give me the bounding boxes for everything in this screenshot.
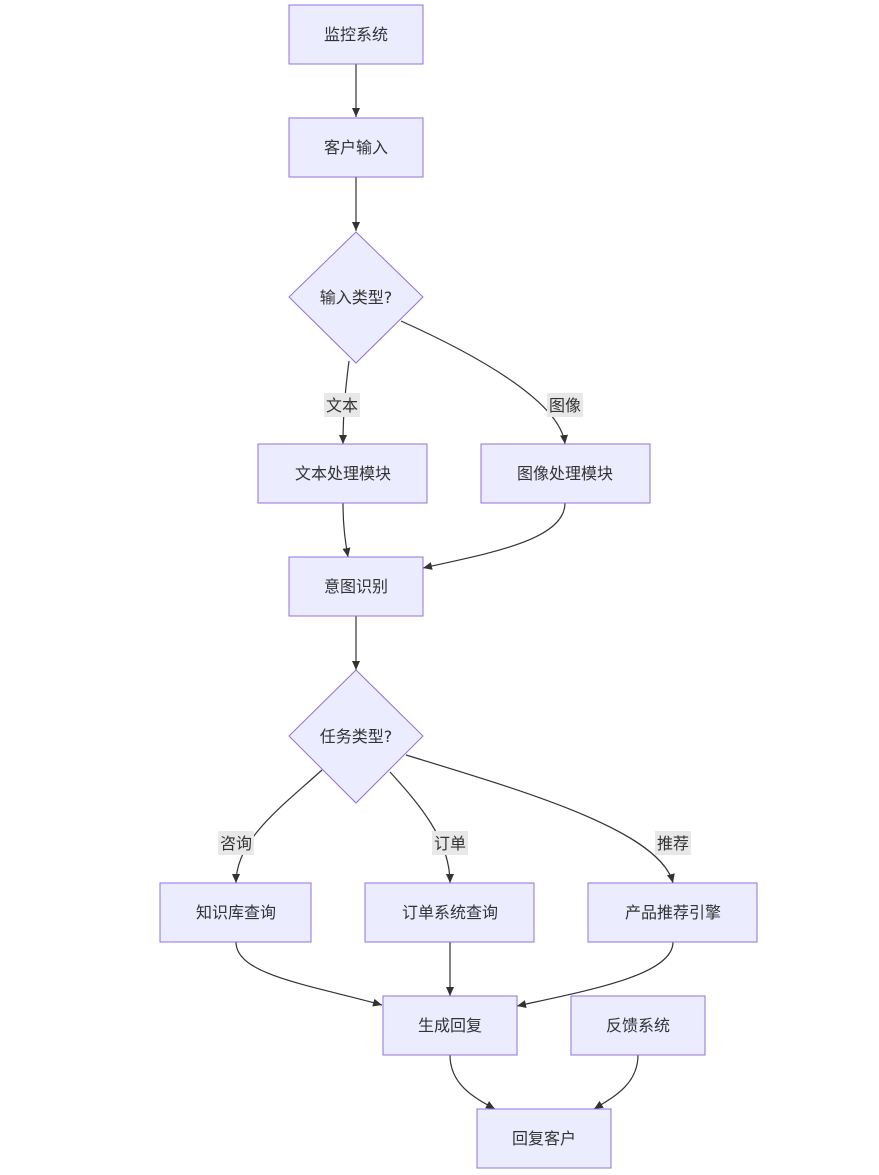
edge-label-image-bg [547, 393, 583, 417]
edge-task-type-to-kb [232, 769, 323, 884]
node-kb-query: 知识库查询 [159, 882, 312, 943]
edge-labels: 文本 图像 咨询 订单 推荐 [218, 393, 691, 855]
node-task-type-label: 任务类型? [320, 727, 393, 746]
edges [232, 64, 675, 1110]
edge-recommend-to-generate [516, 941, 674, 1008]
node-feedback: 反馈系统 [570, 995, 706, 1056]
node-intent-label: 意图识别 [324, 577, 388, 596]
edge-label-recommend: 推荐 [657, 834, 689, 853]
edge-label-image: 图像 [549, 396, 581, 415]
node-input-type-label: 输入类型? [320, 288, 393, 307]
node-reply-customer: 回复客户 [476, 1108, 612, 1169]
node-image-module: 图像处理模块 [480, 443, 651, 504]
edge-image-module-to-intent [422, 502, 566, 570]
node-monitor: 监控系统 [288, 4, 424, 65]
edge-task-type-to-recommend [405, 754, 675, 884]
edge-task-type-to-order [389, 771, 454, 884]
edge-label-order: 订单 [434, 834, 466, 853]
node-recommend-engine-label: 产品推荐引擎 [625, 903, 721, 922]
edge-label-text-bg [324, 393, 360, 417]
node-image-module-label: 图像处理模块 [517, 464, 613, 483]
node-kb-query-label: 知识库查询 [196, 903, 276, 922]
node-recommend-engine: 产品推荐引擎 [587, 882, 758, 943]
node-monitor-label: 监控系统 [324, 25, 388, 44]
edge-label-recommend-bg [655, 831, 691, 855]
edge-label-consult-bg [218, 831, 254, 855]
node-order-query: 订单系统查询 [364, 882, 535, 943]
node-order-query-label: 订单系统查询 [402, 903, 498, 922]
node-text-module-label: 文本处理模块 [295, 464, 391, 483]
node-input-type: 输入类型? [288, 231, 424, 364]
edge-kb-to-generate [235, 941, 383, 1007]
edge-text-module-to-intent [342, 502, 351, 558]
edge-label-text: 文本 [326, 396, 358, 415]
edge-label-order-bg [432, 831, 468, 855]
node-feedback-label: 反馈系统 [606, 1016, 670, 1035]
edge-feedback-to-reply [593, 1054, 639, 1110]
node-task-type: 任务类型? [288, 669, 424, 804]
nodes: 监控系统 客户输入 输入类型? 文本处理模块 图像处理模块 意图识别 任务类型? [159, 4, 758, 1169]
node-customer-input: 客户输入 [288, 117, 424, 178]
edge-label-consult: 咨询 [220, 834, 252, 853]
node-reply-customer-label: 回复客户 [512, 1129, 576, 1148]
node-intent: 意图识别 [288, 556, 424, 617]
node-generate-reply-label: 生成回复 [418, 1016, 482, 1035]
node-text-module: 文本处理模块 [257, 443, 428, 504]
edge-input-type-to-image-module [400, 320, 568, 445]
node-generate-reply: 生成回复 [382, 995, 518, 1056]
node-customer-input-label: 客户输入 [324, 138, 388, 157]
edge-generate-to-reply [449, 1054, 496, 1110]
